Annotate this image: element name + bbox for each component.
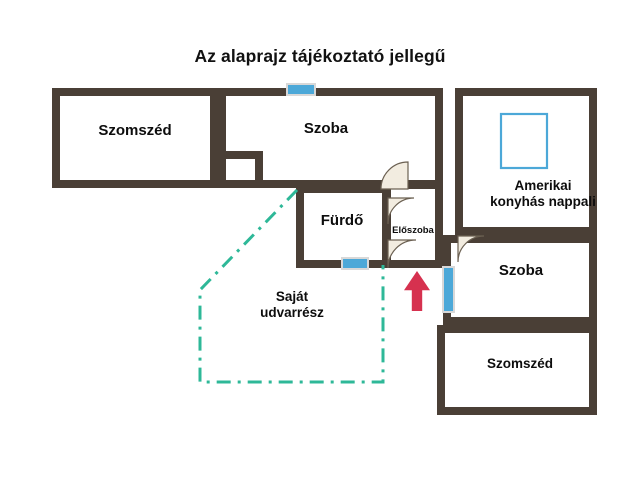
room-label-furdo: Fürdő xyxy=(320,212,364,229)
room-label-amerikai-nappali: Amerikai konyhás nappali xyxy=(490,178,596,210)
door-eloszoba-south xyxy=(387,239,417,269)
living-room-outline xyxy=(455,88,597,235)
room-label-szoba-top: Szoba xyxy=(303,120,349,137)
feature-outline-layer xyxy=(499,112,549,170)
door-szoba-top xyxy=(380,161,409,190)
room-label-szomszed-left: Szomszéd xyxy=(98,122,172,139)
kitchen-counter-outline xyxy=(499,112,549,170)
entrance-direction-arrow xyxy=(404,271,430,311)
window-furdo-south xyxy=(341,257,369,270)
window-layer xyxy=(286,83,455,313)
entrance-arrow-layer xyxy=(404,271,430,311)
window-szoba-right xyxy=(442,266,455,313)
door-eloszoba-north xyxy=(387,197,415,225)
room-label-szomszed-bottomright: Szomszéd xyxy=(486,356,554,371)
room-label-szoba-right: Szoba xyxy=(498,262,544,279)
room-label-eloszoba: Előszoba xyxy=(392,225,434,236)
door-layer xyxy=(380,161,485,269)
left-neighbour-outline xyxy=(52,88,218,188)
window-szoba-top xyxy=(286,83,316,96)
door-szoba-right xyxy=(457,235,485,263)
room-label-sajat-udvarresz: Saját udvarrész xyxy=(260,289,324,321)
wall-layer xyxy=(52,88,597,415)
wall-step-notch xyxy=(218,151,300,188)
page-title: Az alaprajz tájékoztató jellegű xyxy=(194,46,446,66)
szomszed-br-outline xyxy=(437,325,597,415)
